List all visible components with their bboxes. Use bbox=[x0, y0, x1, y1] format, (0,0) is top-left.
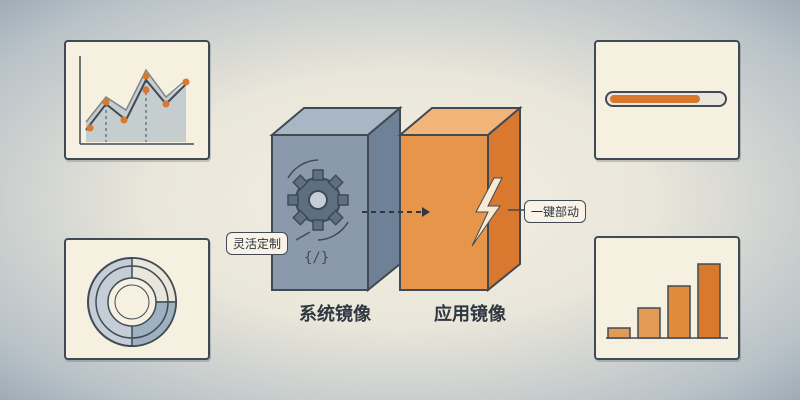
system-image-block: {/} bbox=[269, 105, 403, 293]
dashed-arrow-icon bbox=[362, 207, 430, 217]
lightning-icon bbox=[471, 177, 503, 247]
code-icon: {/} bbox=[304, 250, 329, 266]
system-image-label: 系统镜像 bbox=[299, 304, 371, 325]
line-chart-card bbox=[64, 40, 210, 160]
system-callout: 灵活定制 bbox=[226, 232, 289, 255]
app-callout: 一键部动 bbox=[524, 200, 587, 223]
donut-chart-icon bbox=[87, 257, 177, 347]
gear-icon bbox=[287, 169, 349, 231]
line-chart-icon bbox=[79, 56, 194, 145]
app-image-block bbox=[397, 105, 523, 293]
app-image-label: 应用镜像 bbox=[434, 304, 506, 325]
bar-chart-icon bbox=[606, 263, 728, 339]
progress-bar-icon bbox=[605, 91, 727, 107]
bar-chart-card bbox=[594, 236, 740, 360]
donut-chart-card bbox=[64, 238, 210, 360]
progress-card bbox=[594, 40, 740, 160]
